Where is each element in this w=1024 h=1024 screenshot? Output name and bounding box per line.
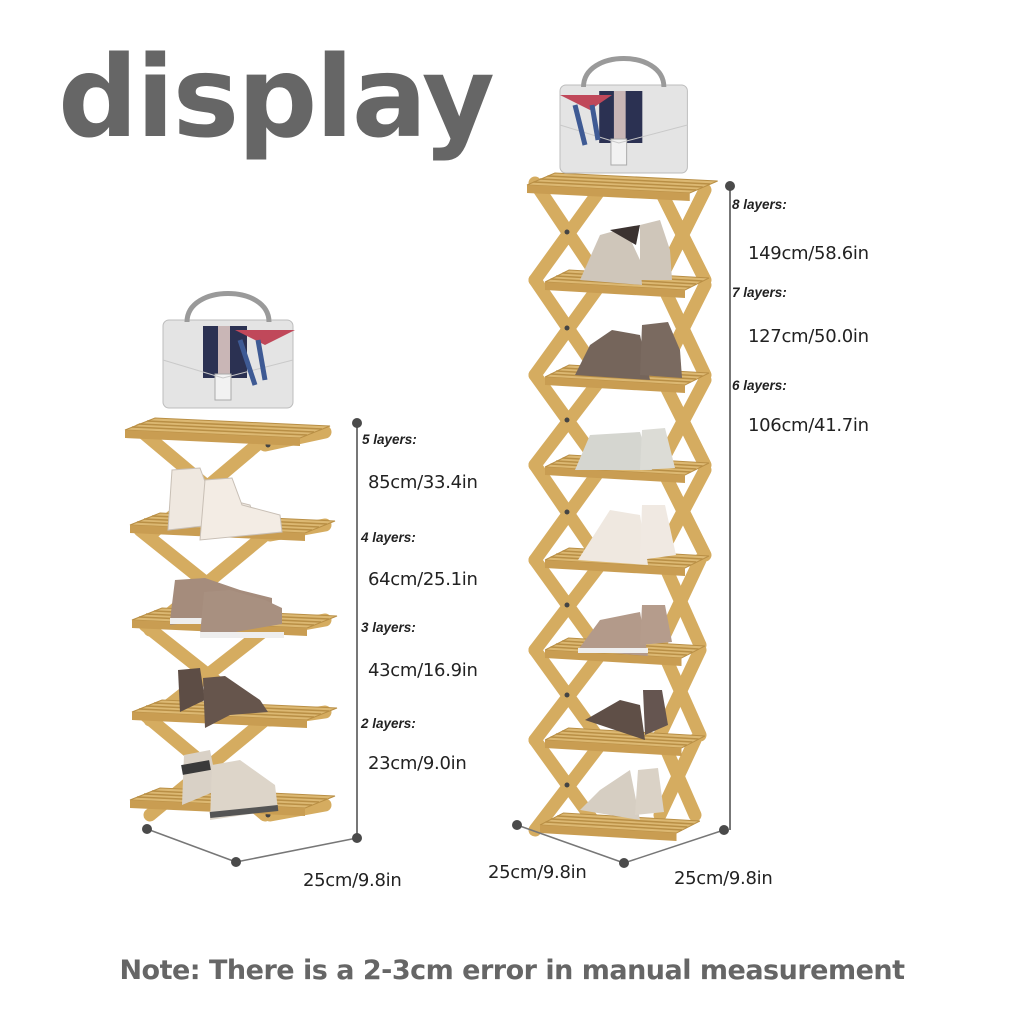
height-measure: 85cm/33.4in [368, 472, 478, 493]
measurement-note: Note: There is a 2-3cm error in manual m… [119, 955, 905, 986]
width-measure-left: 25cm/9.8in [488, 862, 587, 883]
layer-count-label: 7 layers: [732, 285, 787, 300]
height-measure: 43cm/16.9in [368, 660, 478, 681]
layer-count-label: 4 layers: [361, 530, 416, 545]
height-measure: 106cm/41.7in [748, 415, 869, 436]
width-measure: 25cm/9.8in [303, 870, 402, 891]
page-title: display [58, 33, 495, 163]
layer-count-label: 2 layers: [361, 716, 416, 731]
layer-count-label: 3 layers: [361, 620, 416, 635]
rack-5-layers [124, 294, 338, 822]
rack-8-layers [526, 59, 719, 842]
dimension-lines-large [512, 181, 735, 868]
shoes-column [575, 220, 682, 820]
width-measure-right: 25cm/9.8in [674, 868, 773, 889]
shoes-row [167, 467, 284, 820]
layer-count-label: 6 layers: [732, 378, 787, 393]
dimension-lines-small [142, 418, 362, 867]
layer-count-label: 5 layers: [362, 432, 417, 447]
height-measure: 23cm/9.0in [368, 753, 467, 774]
layer-count-label: 8 layers: [732, 197, 787, 212]
height-measure: 127cm/50.0in [748, 326, 869, 347]
height-measure: 149cm/58.6in [748, 243, 869, 264]
height-measure: 64cm/25.1in [368, 569, 478, 590]
